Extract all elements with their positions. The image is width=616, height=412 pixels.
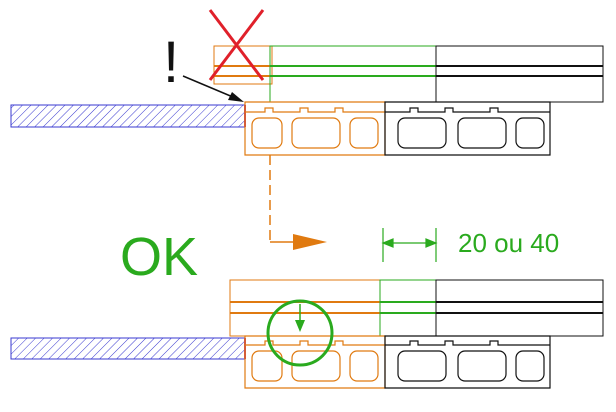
green-arrow-icon [295,320,305,332]
top-panel-orange [213,45,273,85]
bottom-block-black [384,335,551,389]
move-indicator [269,155,327,250]
warning-mark: ! [163,30,179,95]
top-wall-hatched [10,104,246,128]
top-panel-black [435,45,604,103]
dimension-indicator [381,228,438,262]
dimension-label: 20 ou 40 [458,228,559,258]
green-circle-icon [266,299,334,367]
top-block-orange [244,101,386,156]
bottom-wall-hatched [10,337,246,360]
top-panel-green [269,45,437,103]
top-block-black [384,101,551,156]
orange-arrow-icon [293,234,327,250]
bottom-panel-orange [229,279,381,337]
red-cross-icon [208,9,265,81]
top-assembly: ! [10,9,604,156]
bottom-assembly [10,279,604,389]
bottom-panel-black [435,279,604,337]
bottom-panel-green [379,279,437,337]
ok-label: OK [120,227,198,287]
